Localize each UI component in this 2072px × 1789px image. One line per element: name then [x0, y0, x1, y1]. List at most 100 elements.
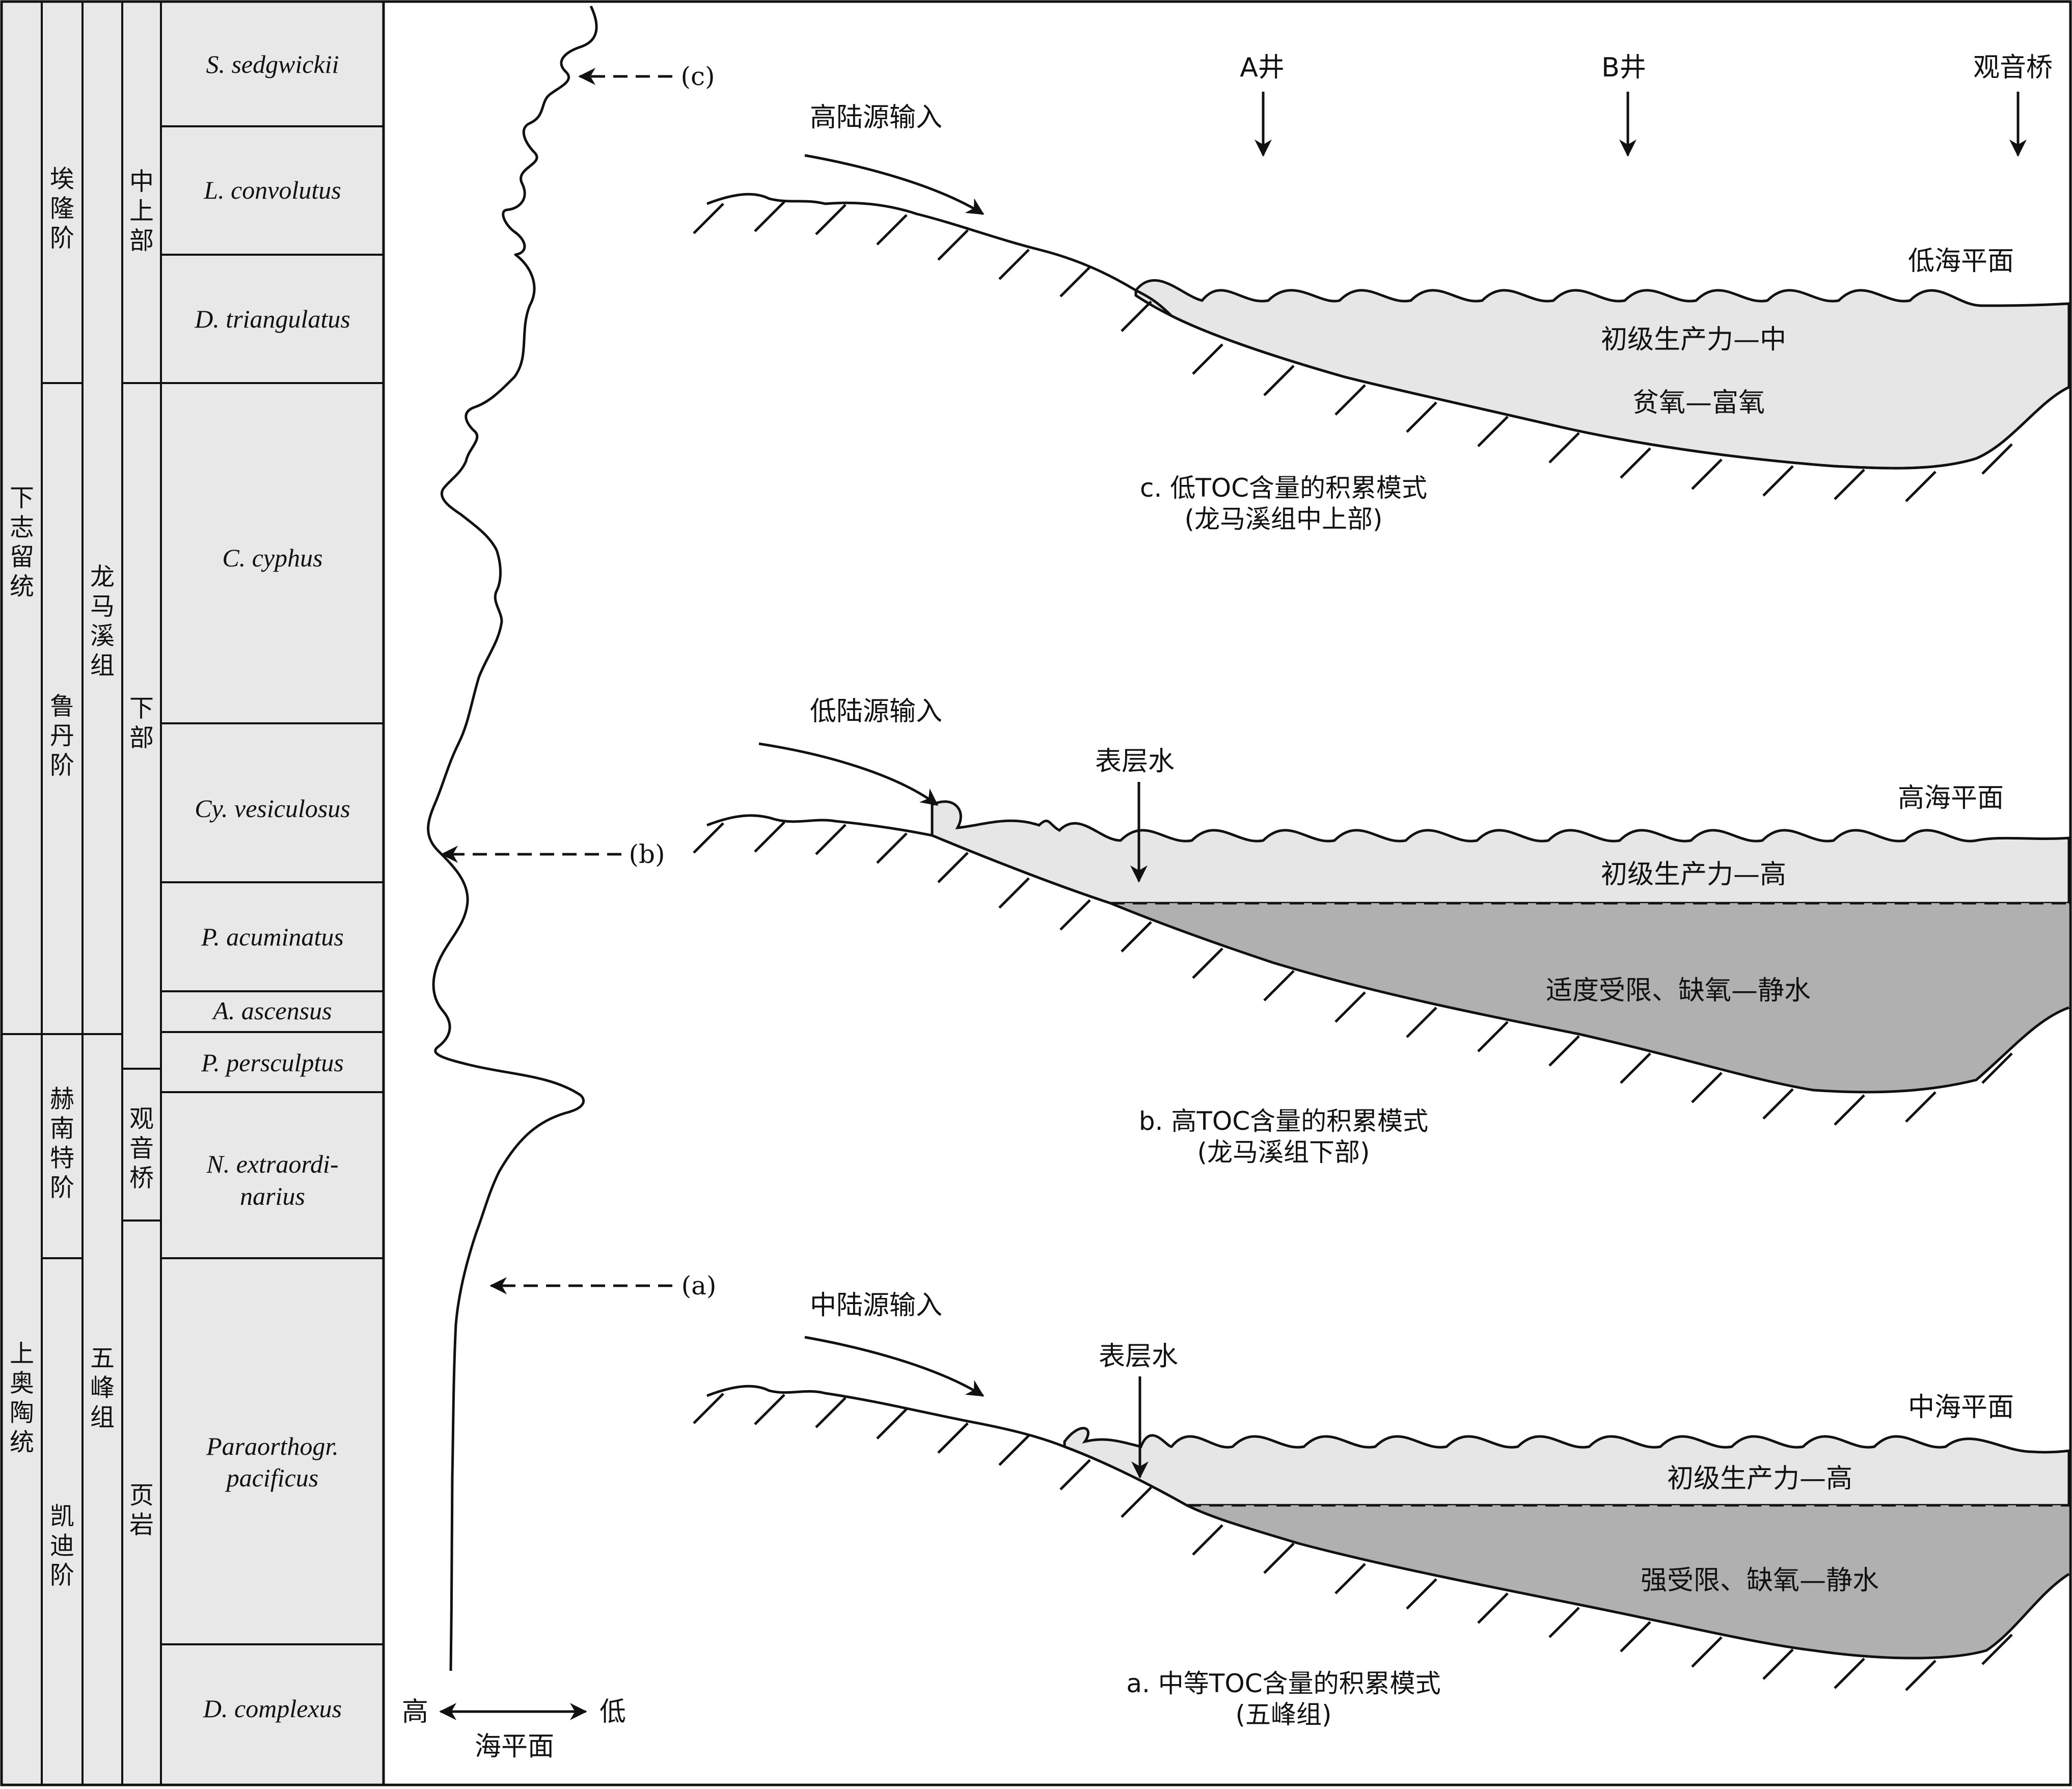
hatch-tick: [1981, 443, 2013, 475]
member-label-guanyinqiao: 观音桥: [129, 1104, 154, 1192]
panel-b-anoxic-water: [1110, 903, 2069, 1092]
panel-a-productivity-label: 初级生产力—高: [1667, 1463, 1852, 1494]
hatch-tick: [998, 249, 1030, 280]
panel-c-caption: c. 低TOC含量的积累模式: [1140, 473, 1427, 503]
zone-label-s-sedgwickii: S. sedgwickii: [206, 50, 339, 78]
hatch-tick: [1121, 301, 1152, 332]
hatch-tick: [1334, 991, 1366, 1023]
panel-a-subcaption: (五峰组): [1235, 1700, 1331, 1729]
zone-labels: S. sedgwickii L. convolutus D. triangula…: [194, 50, 350, 1723]
hatch-tick: [1406, 1007, 1437, 1038]
member-label-shale: 页岩: [129, 1481, 154, 1539]
hatch-tick: [1981, 1634, 2013, 1665]
hatch-tick: [937, 1422, 969, 1454]
panel-b-subcaption: (龙马溪组下部): [1197, 1137, 1370, 1167]
hatch-tick: [1477, 1021, 1509, 1052]
panel-b-caption: b. 高TOC含量的积累模式: [1139, 1106, 1428, 1136]
panel-c-redox-label: 贫氧—富氧: [1632, 388, 1765, 418]
hatch-tick: [998, 877, 1030, 909]
hatch-tick: [1905, 1660, 1937, 1691]
marker-label-b: (b): [629, 839, 665, 869]
hatch-tick: [1334, 384, 1366, 416]
zone-label-l-convolutus: L. convolutus: [203, 176, 341, 204]
zone-label-cy-vesiculosus: Cy. vesiculosus: [195, 794, 350, 823]
stratigraphic-column: 下志留统 上奥陶统 埃隆阶 鲁丹阶 赫南特阶 凯迪阶 龙马溪组 五峰组 中上部 …: [0, 0, 385, 1786]
axis-title: 海平面: [475, 1731, 554, 1762]
panel-b-high-toc: 低陆源输入 表层水 高海平面 初级生产力—高 适度受限、缺氧—静水 b. 高TO…: [693, 696, 2070, 1167]
period-markers: (c) (b) (a): [441, 62, 716, 1300]
hatch-tick: [693, 1393, 724, 1424]
zone-label-d-complexus: D. complexus: [203, 1694, 342, 1723]
panel-a-input-arrow: [804, 1336, 985, 1397]
panel-a-seafloor-hatch: [693, 1393, 2013, 1691]
formation-labels: 龙马溪组 五峰组: [90, 562, 115, 1431]
sea-level-axis: 高 低 海平面: [402, 1697, 626, 1762]
panel-a-sea-level-label: 中海平面: [1908, 1392, 2014, 1423]
hatch-tick: [1548, 432, 1580, 464]
panel-a-anoxic-water: [1187, 1505, 2069, 1658]
hatch-tick: [815, 824, 847, 855]
wells: A井 B井 观音桥: [1240, 52, 2053, 157]
sea-level-curve: [427, 5, 598, 1671]
hatch-tick: [998, 1434, 1030, 1466]
zone-label-paraorthogr-line2: pacificus: [225, 1463, 319, 1492]
zone-label-p-persculptus: P. persculptus: [201, 1048, 344, 1077]
member-labels: 中上部 下部 观音桥 页岩: [129, 167, 154, 1539]
hatch-tick: [693, 822, 724, 854]
panel-c-sea-level-label: 低海平面: [1908, 246, 2014, 277]
hatch-tick: [1059, 1459, 1091, 1490]
hatch-tick: [1477, 416, 1509, 447]
panel-a-seafloor: [706, 1385, 2070, 1660]
panel-c-seafloor: [706, 193, 2070, 470]
hatch-tick: [1981, 1052, 2013, 1084]
hatch-tick: [1406, 401, 1437, 433]
well-label-a: A井: [1240, 52, 1285, 83]
zone-label-a-ascensus: A. ascensus: [211, 996, 332, 1025]
member-label-lower: 下部: [129, 694, 154, 752]
hatch-tick: [1059, 899, 1091, 931]
hatch-tick: [1762, 1088, 1794, 1120]
hatch-tick: [1406, 1578, 1437, 1610]
hatch-tick: [937, 229, 969, 261]
hatch-tick: [1059, 266, 1091, 297]
hatch-tick: [1263, 1542, 1295, 1574]
panel-a-input-label: 中陆源输入: [810, 1290, 942, 1321]
zone-label-c-cyphus: C. cyphus: [222, 544, 322, 572]
panel-b-input-label: 低陆源输入: [810, 696, 942, 727]
zone-label-d-triangulatus: D. triangulatus: [194, 305, 350, 333]
hatch-tick: [1620, 1052, 1651, 1084]
hatch-tick: [815, 1397, 847, 1428]
hatch-tick: [1548, 1035, 1580, 1067]
hatch-tick: [1762, 465, 1794, 497]
series-labels: 下志留统 上奥陶统: [10, 483, 34, 1456]
panel-a-surface-water-label: 表层水: [1099, 1341, 1178, 1372]
hatch-tick: [1192, 343, 1223, 375]
panel-a-surface-water: [1063, 1427, 2070, 1507]
panel-b-surface-water: [931, 800, 2070, 905]
hatch-tick: [1905, 1091, 1937, 1123]
hatch-tick: [1477, 1592, 1509, 1624]
hatch-tick: [754, 821, 785, 853]
panel-b-seafloor-hatch: [693, 821, 2013, 1126]
zone-label-paraorthogr-line1: Paraorthogr.: [206, 1432, 339, 1460]
panel-b-input-arrow: [758, 742, 939, 806]
hatch-tick: [876, 214, 908, 246]
panel-b-seafloor: [706, 814, 2069, 1094]
panel-a-medium-toc: 中陆源输入 表层水 中海平面 初级生产力—高 强受限、缺氧—静水 a. 中等TO…: [693, 1290, 2070, 1729]
hatch-tick: [1334, 1563, 1366, 1594]
sea-level-curve-panel: (c) (b) (a) 高 低 海平面: [402, 5, 716, 1762]
formation-label-wufeng: 五峰组: [90, 1344, 115, 1431]
stage-label-aeronian: 埃隆阶: [50, 165, 74, 252]
series-label-lower-silurian: 下志留统: [10, 483, 34, 601]
hatch-tick: [1691, 458, 1723, 490]
hatch-tick: [1121, 921, 1152, 953]
hatch-tick: [876, 832, 908, 864]
column-frame: [0, 0, 385, 1786]
hatch-tick: [1548, 1607, 1580, 1638]
panel-c-input-arrow: [804, 154, 985, 215]
hatch-tick: [1834, 1094, 1865, 1126]
hatch-tick: [1620, 1621, 1651, 1652]
hatch-tick: [876, 1408, 908, 1440]
panel-c-productivity-label: 初级生产力—中: [1601, 324, 1786, 355]
